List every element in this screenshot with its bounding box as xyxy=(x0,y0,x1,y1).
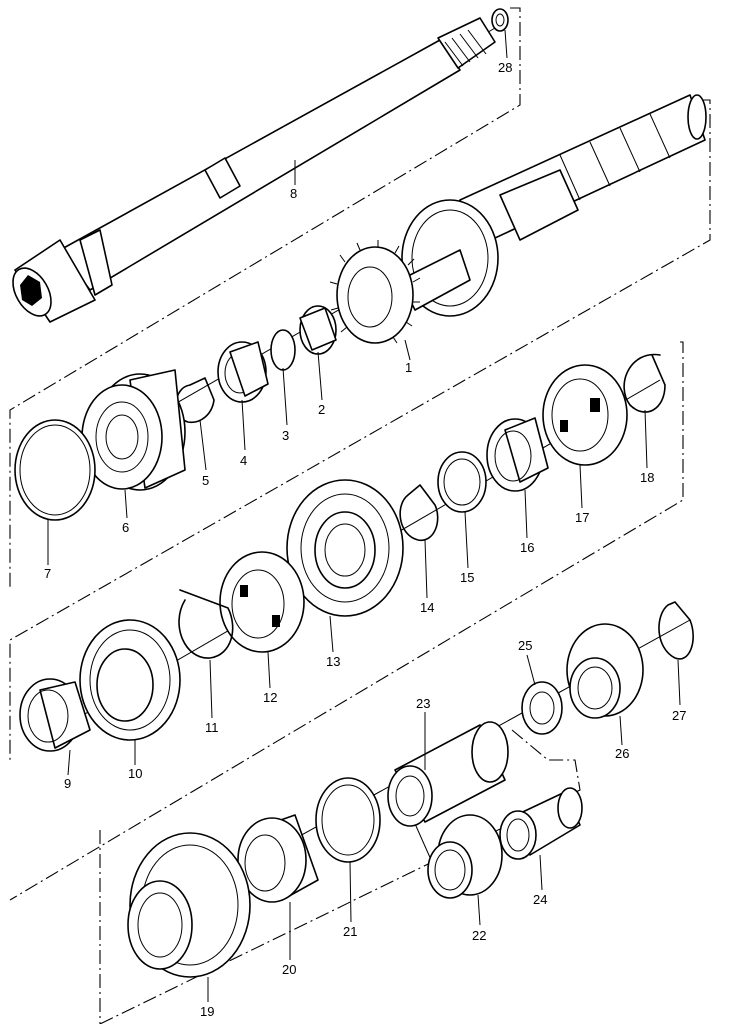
gear-26 xyxy=(566,623,644,719)
callout-8: 8 xyxy=(290,186,297,201)
synchro-hub-17 xyxy=(542,364,628,466)
circlip-18 xyxy=(623,353,666,413)
callout-19: 19 xyxy=(200,1004,214,1019)
main-shaft xyxy=(459,94,707,246)
needle-bearing-2 xyxy=(299,305,337,355)
circlip-11 xyxy=(178,589,234,659)
sleeve-23 xyxy=(387,721,509,827)
pinion-shaft xyxy=(12,17,496,323)
bearing-race-20 xyxy=(237,814,319,903)
callout-28: 28 xyxy=(498,60,512,75)
gear-22 xyxy=(427,814,503,899)
synchro-hub-12 xyxy=(219,551,305,653)
callout-20: 20 xyxy=(282,962,296,977)
callout-24: 24 xyxy=(533,892,547,907)
callout-15: 15 xyxy=(460,570,474,585)
callout-17: 17 xyxy=(575,510,589,525)
sleeve-24 xyxy=(499,787,583,860)
needle-bearing-4 xyxy=(217,341,269,403)
callout-5: 5 xyxy=(202,473,209,488)
callout-26: 26 xyxy=(615,746,629,761)
frame-lines xyxy=(9,7,711,1024)
callout-16: 16 xyxy=(520,540,534,555)
needle-bearing-9 xyxy=(19,678,91,752)
callout-13: 13 xyxy=(326,654,340,669)
leader-lines xyxy=(47,29,681,1002)
shim-ring-7 xyxy=(14,419,96,521)
callout-2: 2 xyxy=(318,402,325,417)
callout-4: 4 xyxy=(240,453,247,468)
circlip-14 xyxy=(399,484,439,541)
callout-21: 21 xyxy=(343,924,357,939)
gear-cluster-1 xyxy=(329,199,499,344)
callout-27: 27 xyxy=(672,708,686,723)
callout-23: 23 xyxy=(416,696,430,711)
callout-1: 1 xyxy=(405,360,412,375)
callout-9: 9 xyxy=(64,776,71,791)
bush-28 xyxy=(491,8,509,32)
gear-19 xyxy=(127,832,251,978)
circlip-5 xyxy=(175,377,215,424)
callout-10: 10 xyxy=(128,766,142,781)
callout-11: 11 xyxy=(205,720,219,735)
ring-15 xyxy=(437,451,487,513)
callout-22: 22 xyxy=(472,928,486,943)
callout-labels: 1 2 3 4 5 6 7 8 9 10 11 12 13 14 15 16 1… xyxy=(44,60,686,1019)
callout-3: 3 xyxy=(282,428,289,443)
callout-12: 12 xyxy=(263,690,277,705)
ball-bearing-6 xyxy=(81,369,186,491)
ring-25 xyxy=(521,681,563,735)
gear-13 xyxy=(286,479,404,617)
callout-14: 14 xyxy=(420,600,434,615)
ring-3 xyxy=(270,329,296,371)
callout-7: 7 xyxy=(44,566,51,581)
callout-6: 6 xyxy=(122,520,129,535)
ring-21 xyxy=(315,777,381,863)
gear-10 xyxy=(79,619,181,741)
circlip-27 xyxy=(658,601,694,660)
needle-bearing-16 xyxy=(486,417,549,492)
callout-25: 25 xyxy=(518,638,532,653)
callout-18: 18 xyxy=(640,470,654,485)
